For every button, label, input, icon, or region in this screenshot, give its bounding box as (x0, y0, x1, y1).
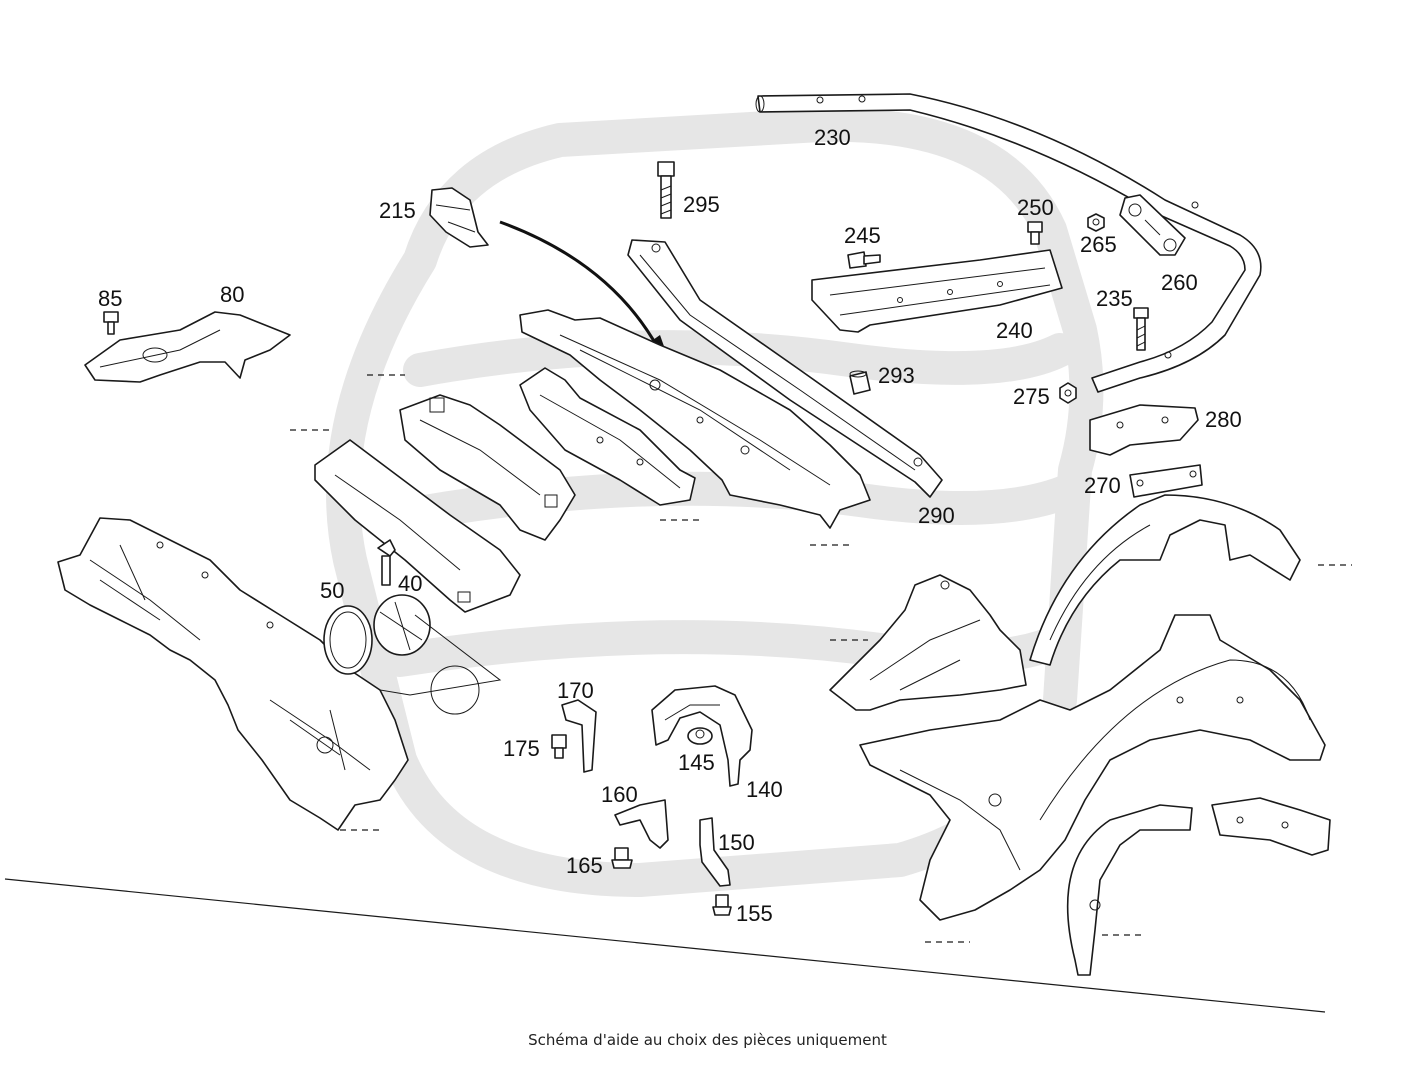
part-170-bracket[interactable] (561, 699, 597, 773)
part-280-bracket[interactable] (1089, 404, 1199, 456)
part-50-seal-ring[interactable] (323, 605, 373, 675)
label-295: 295 (683, 192, 720, 217)
label-140: 140 (746, 777, 783, 802)
label-290: 290 (918, 503, 955, 528)
label-80: 80 (220, 282, 244, 307)
caption: Schéma d'aide au choix des pièces unique… (528, 1031, 887, 1049)
label-215: 215 (379, 198, 416, 223)
part-150-strap[interactable] (699, 817, 731, 887)
label-293: 293 (878, 363, 915, 388)
part-250-bolt[interactable] (1027, 221, 1043, 245)
part-145-nut[interactable] (687, 727, 713, 745)
part-295-bolt[interactable] (657, 161, 675, 219)
part-290-beam[interactable] (627, 239, 943, 498)
label-150: 150 (718, 830, 755, 855)
part-side-reinforcement[interactable] (1211, 797, 1331, 856)
part-175-bolt[interactable] (551, 734, 567, 759)
label-235: 235 (1096, 286, 1133, 311)
part-160-bracket[interactable] (614, 799, 669, 849)
part-inner-wing-assembly[interactable] (859, 614, 1326, 921)
callout-labels: 230 215 295 245 250 265 260 85 80 235 24… (98, 125, 1242, 926)
part-245-bolt[interactable] (847, 251, 881, 269)
label-145: 145 (678, 750, 715, 775)
part-wheelhouse-upper[interactable] (1029, 494, 1301, 666)
label-240: 240 (996, 318, 1033, 343)
label-40: 40 (398, 571, 422, 596)
label-280: 280 (1205, 407, 1242, 432)
label-265: 265 (1080, 232, 1117, 257)
part-80-plate[interactable] (84, 311, 291, 383)
part-floor-plate[interactable] (379, 614, 502, 715)
label-175: 175 (503, 736, 540, 761)
part-140-bracket[interactable] (651, 685, 753, 787)
part-265-nut[interactable] (1087, 213, 1105, 232)
label-250: 250 (1017, 195, 1054, 220)
part-260-mount-plate[interactable] (1119, 194, 1186, 256)
label-160: 160 (601, 782, 638, 807)
part-155-bolt[interactable] (712, 894, 732, 916)
part-270-strap[interactable] (1129, 464, 1203, 498)
label-260: 260 (1161, 270, 1198, 295)
part-left-dash-panel[interactable] (57, 517, 409, 831)
part-85-clip[interactable] (103, 311, 119, 335)
part-dashboard-bracket[interactable] (399, 394, 576, 541)
part-240-rail[interactable] (811, 249, 1063, 333)
part-wheelhouse-lower[interactable] (1066, 804, 1193, 976)
part-40-cap[interactable] (373, 539, 431, 656)
label-245: 245 (844, 223, 881, 248)
label-50: 50 (320, 578, 344, 603)
label-270: 270 (1084, 473, 1121, 498)
part-center-cowl-panel[interactable] (519, 309, 871, 529)
part-cross-member[interactable] (519, 367, 696, 506)
label-165: 165 (566, 853, 603, 878)
part-heat-shield[interactable] (314, 439, 521, 613)
arrow-curve (499, 220, 660, 349)
part-165-bolt[interactable] (611, 847, 633, 869)
part-215-bracket[interactable] (429, 187, 489, 248)
ground-line (4, 878, 1326, 1013)
label-170: 170 (557, 678, 594, 703)
label-275: 275 (1013, 384, 1050, 409)
part-230-roll-bar[interactable] (755, 93, 1262, 393)
label-155: 155 (736, 901, 773, 926)
part-235-bolt[interactable] (1133, 307, 1149, 351)
part-275-nut[interactable] (1059, 382, 1077, 404)
part-293-bushing[interactable] (849, 370, 871, 395)
break-marks (290, 374, 1352, 943)
label-85: 85 (98, 286, 122, 311)
label-230: 230 (814, 125, 851, 150)
part-front-apron-bracket[interactable] (829, 574, 1027, 711)
